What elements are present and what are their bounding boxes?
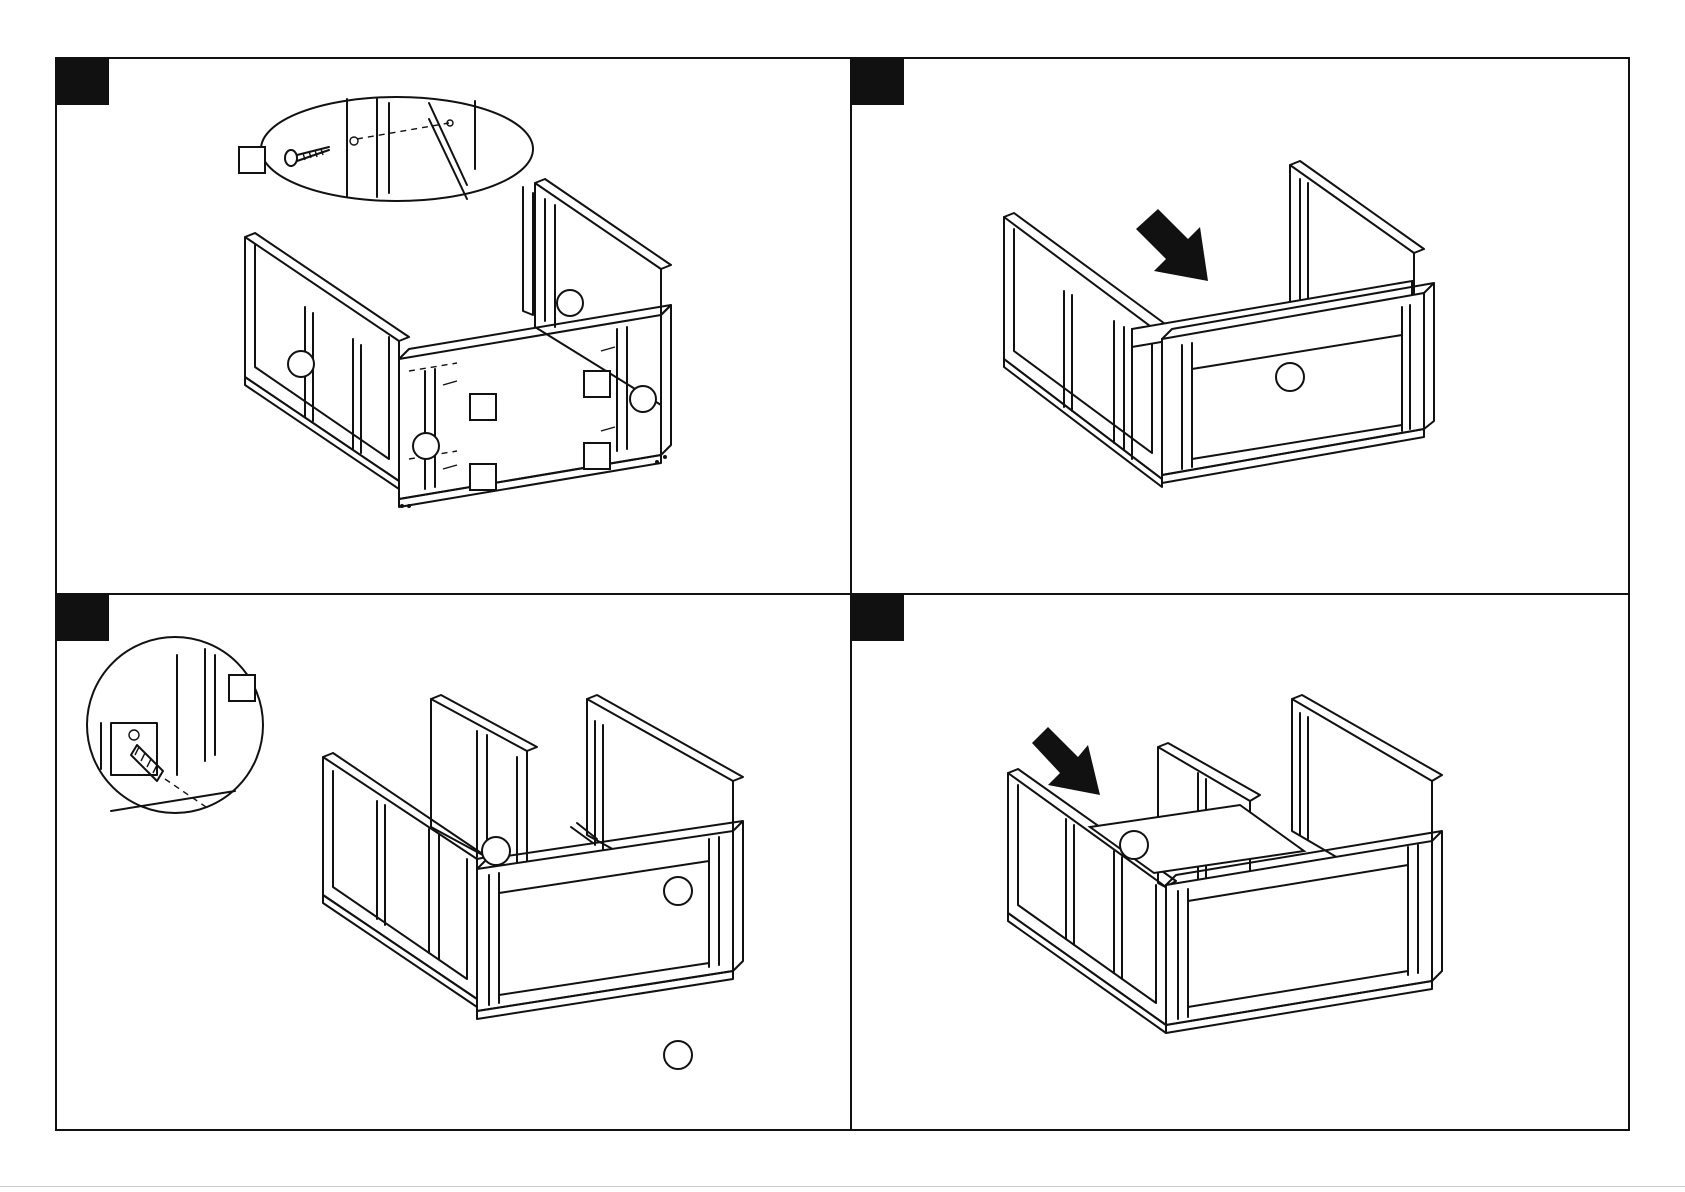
front-frame (399, 305, 671, 507)
part-callout-circle (664, 1041, 692, 1069)
part-callout-circle (1120, 831, 1148, 859)
hardware-callout-box (470, 394, 496, 420)
left-side-frame (1008, 769, 1176, 1033)
screw-icon (285, 147, 329, 166)
insert-direction-arrow (1032, 727, 1100, 795)
hardware-callout-box (470, 464, 496, 490)
step-3-diagram (57, 595, 852, 1131)
part-callout-circle (413, 433, 439, 459)
left-side-frame (1004, 213, 1172, 487)
step-4-diagram (852, 595, 1630, 1131)
part-callout-circle (664, 877, 692, 905)
part-callout-circle (630, 386, 656, 412)
hardware-callout-box (229, 675, 255, 701)
step-4-panel (850, 593, 1630, 1131)
left-side-frame (323, 753, 487, 1007)
hardware-callout-box (584, 443, 610, 469)
footer-rule (0, 1186, 1685, 1187)
insert-direction-arrow (1136, 209, 1208, 281)
step-2-diagram (852, 59, 1630, 595)
step-1-diagram (57, 59, 852, 595)
step-3-panel (55, 593, 852, 1131)
part-callout-circle (557, 290, 583, 316)
dowel-detail-callout (87, 637, 263, 813)
step-1-panel (55, 57, 852, 595)
part-callout-circle (1276, 363, 1304, 391)
hardware-callout-box (239, 147, 265, 173)
step-2-panel (850, 57, 1630, 595)
part-callout-circle (482, 837, 510, 865)
part-callout-circle (288, 351, 314, 377)
screw-detail-callout (261, 97, 533, 201)
left-side-frame (245, 233, 409, 489)
hardware-callout-box (584, 371, 610, 397)
